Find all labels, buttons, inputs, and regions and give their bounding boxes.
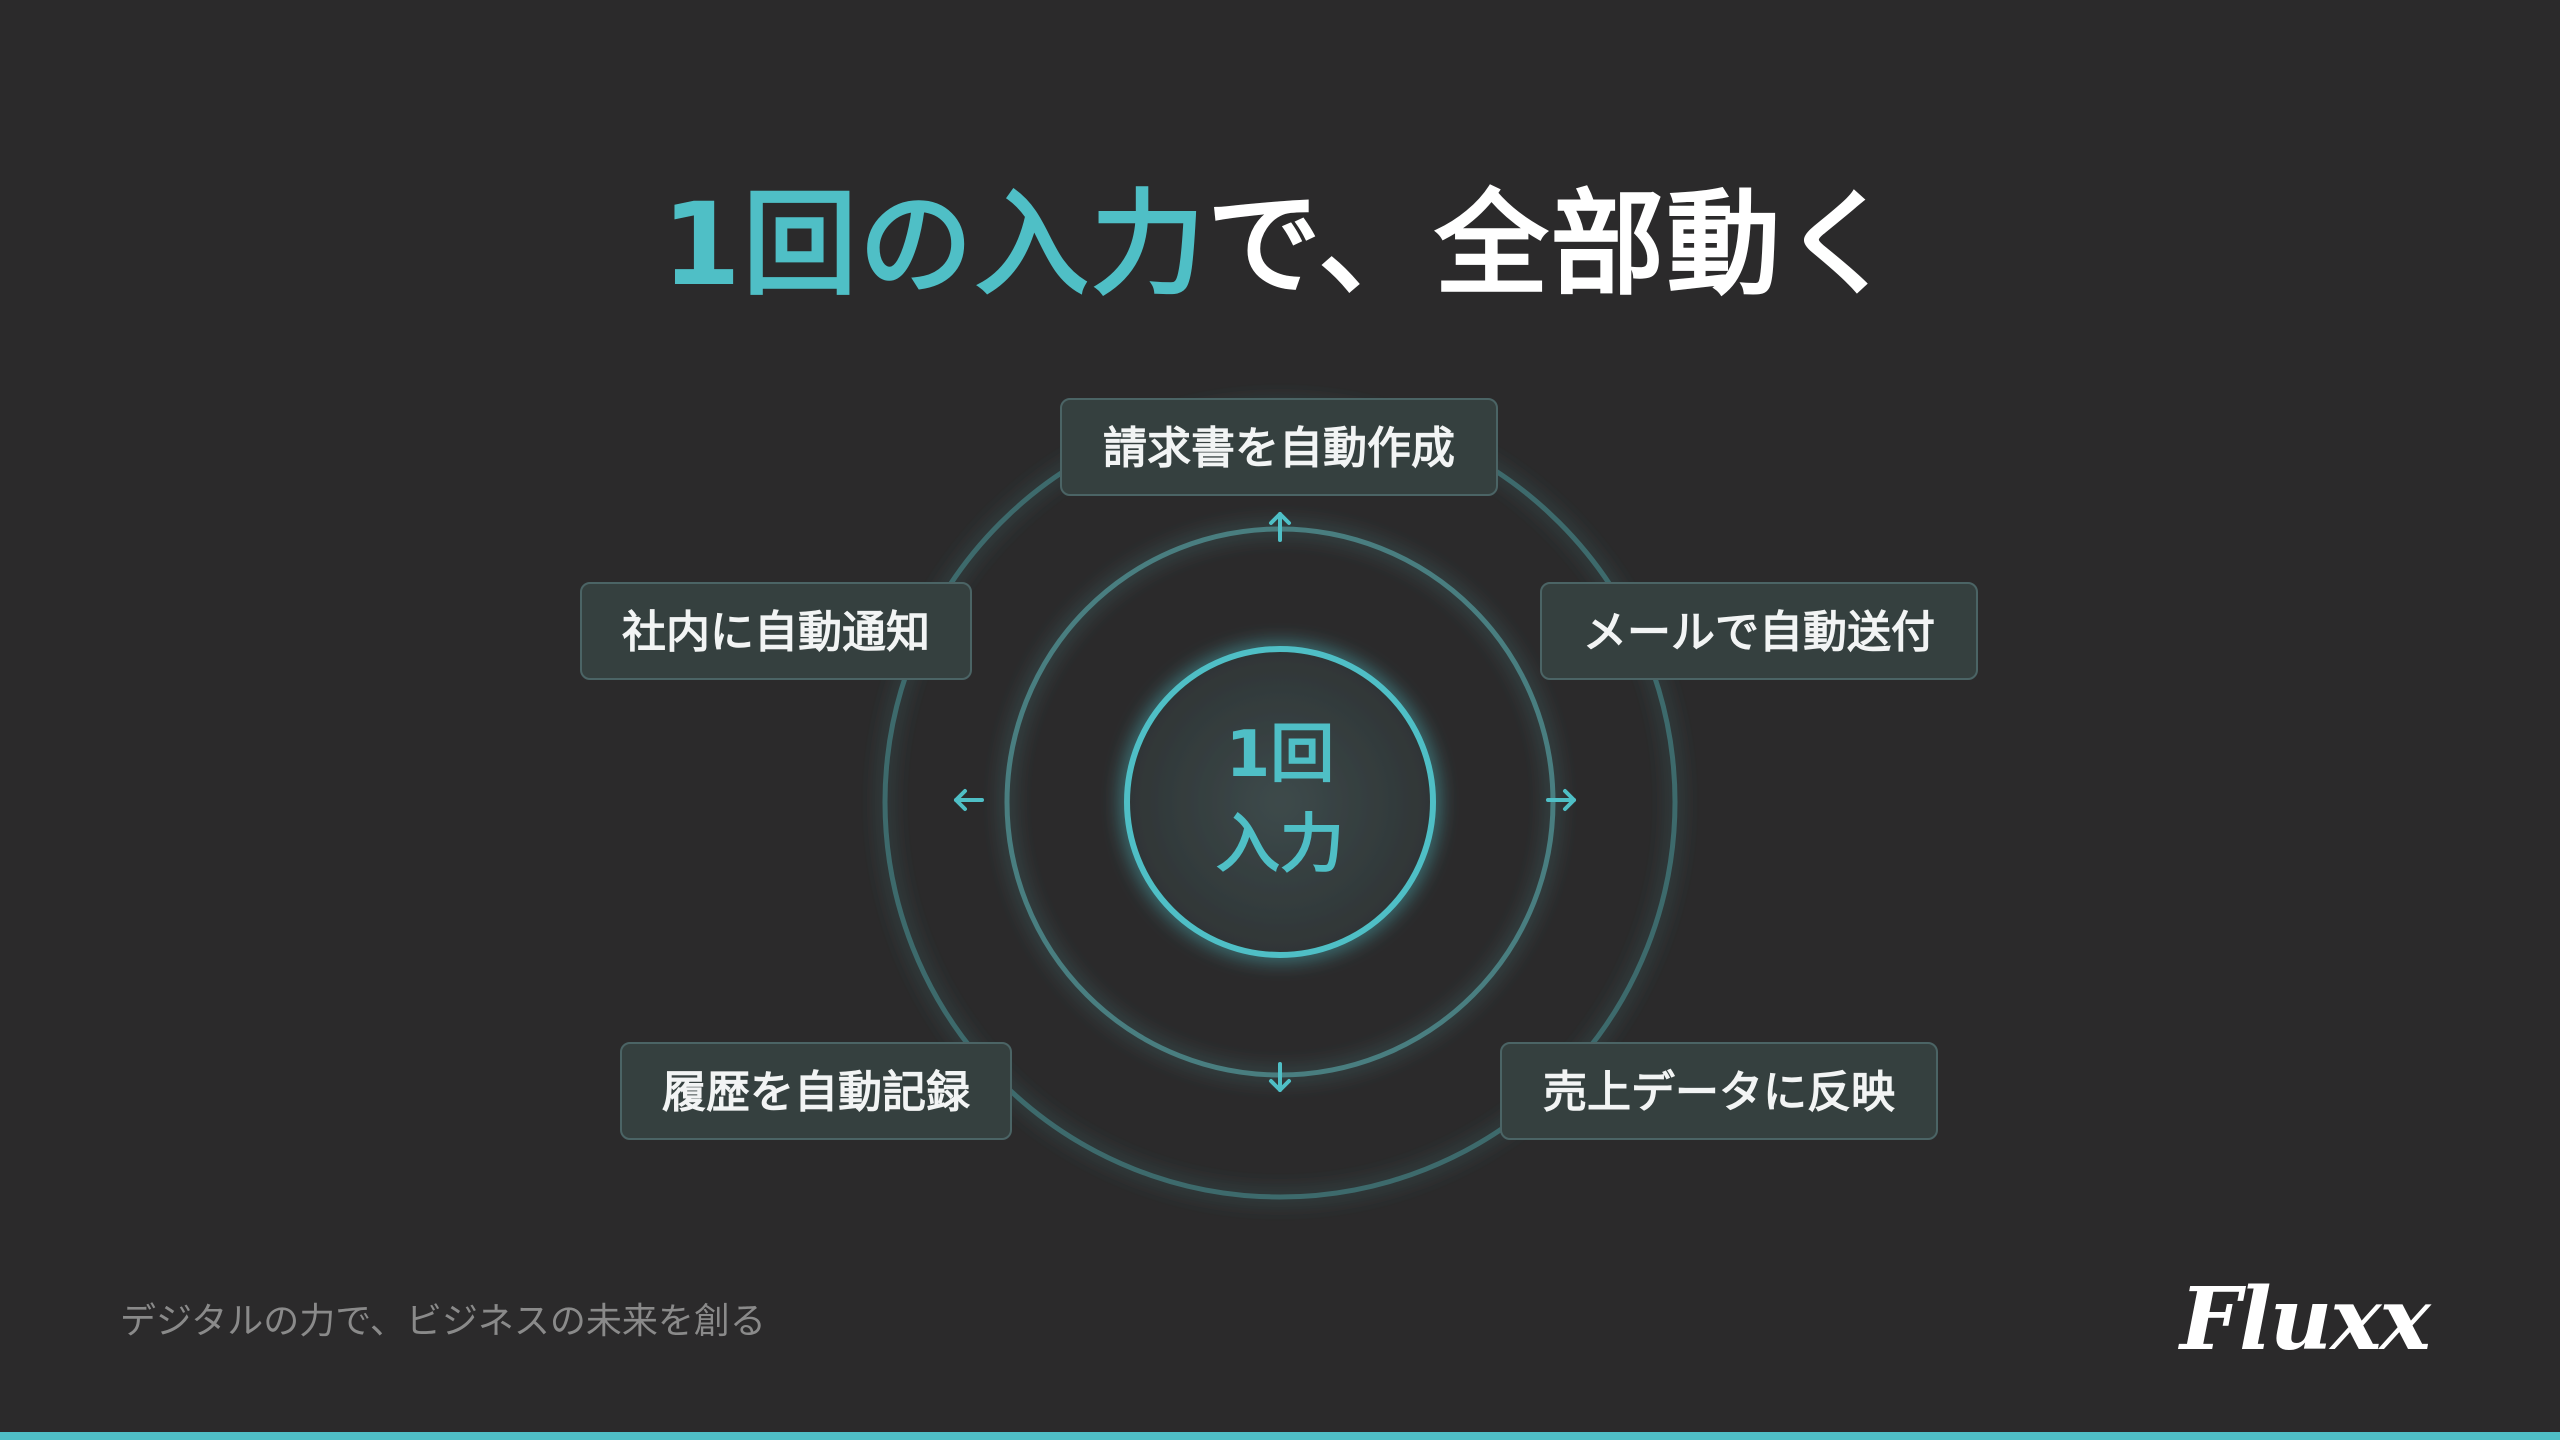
arrow-right-icon <box>1546 789 1576 811</box>
title-rest: で、全部動く <box>1206 178 1899 311</box>
center-input-label: 1回 入力 <box>1130 710 1430 890</box>
arrow-down-icon <box>1269 1062 1291 1092</box>
footer-tagline: デジタルの力で、ビジネスの未来を創る <box>120 1301 766 1342</box>
brand-logo: Fluxx <box>2180 1269 2431 1370</box>
output-sales-data: 売上データに反映 <box>1500 1042 1938 1140</box>
bottom-accent-bar <box>0 1432 2560 1440</box>
output-notify: 社内に自動通知 <box>580 582 972 680</box>
output-email: メールで自動送付 <box>1540 582 1978 680</box>
title-accent: 1回の入力 <box>661 178 1207 311</box>
output-invoice: 請求書を自動作成 <box>1060 398 1498 496</box>
center-line-2: 入力 <box>1216 808 1344 882</box>
center-circle <box>1124 646 1436 958</box>
output-history: 履歴を自動記録 <box>620 1042 1012 1140</box>
arrow-up-icon <box>1269 512 1291 542</box>
center-line-1: 1回 <box>1225 718 1335 792</box>
page-title: 1回の入力で、全部動く <box>0 170 2560 320</box>
arrow-left-icon <box>954 789 984 811</box>
